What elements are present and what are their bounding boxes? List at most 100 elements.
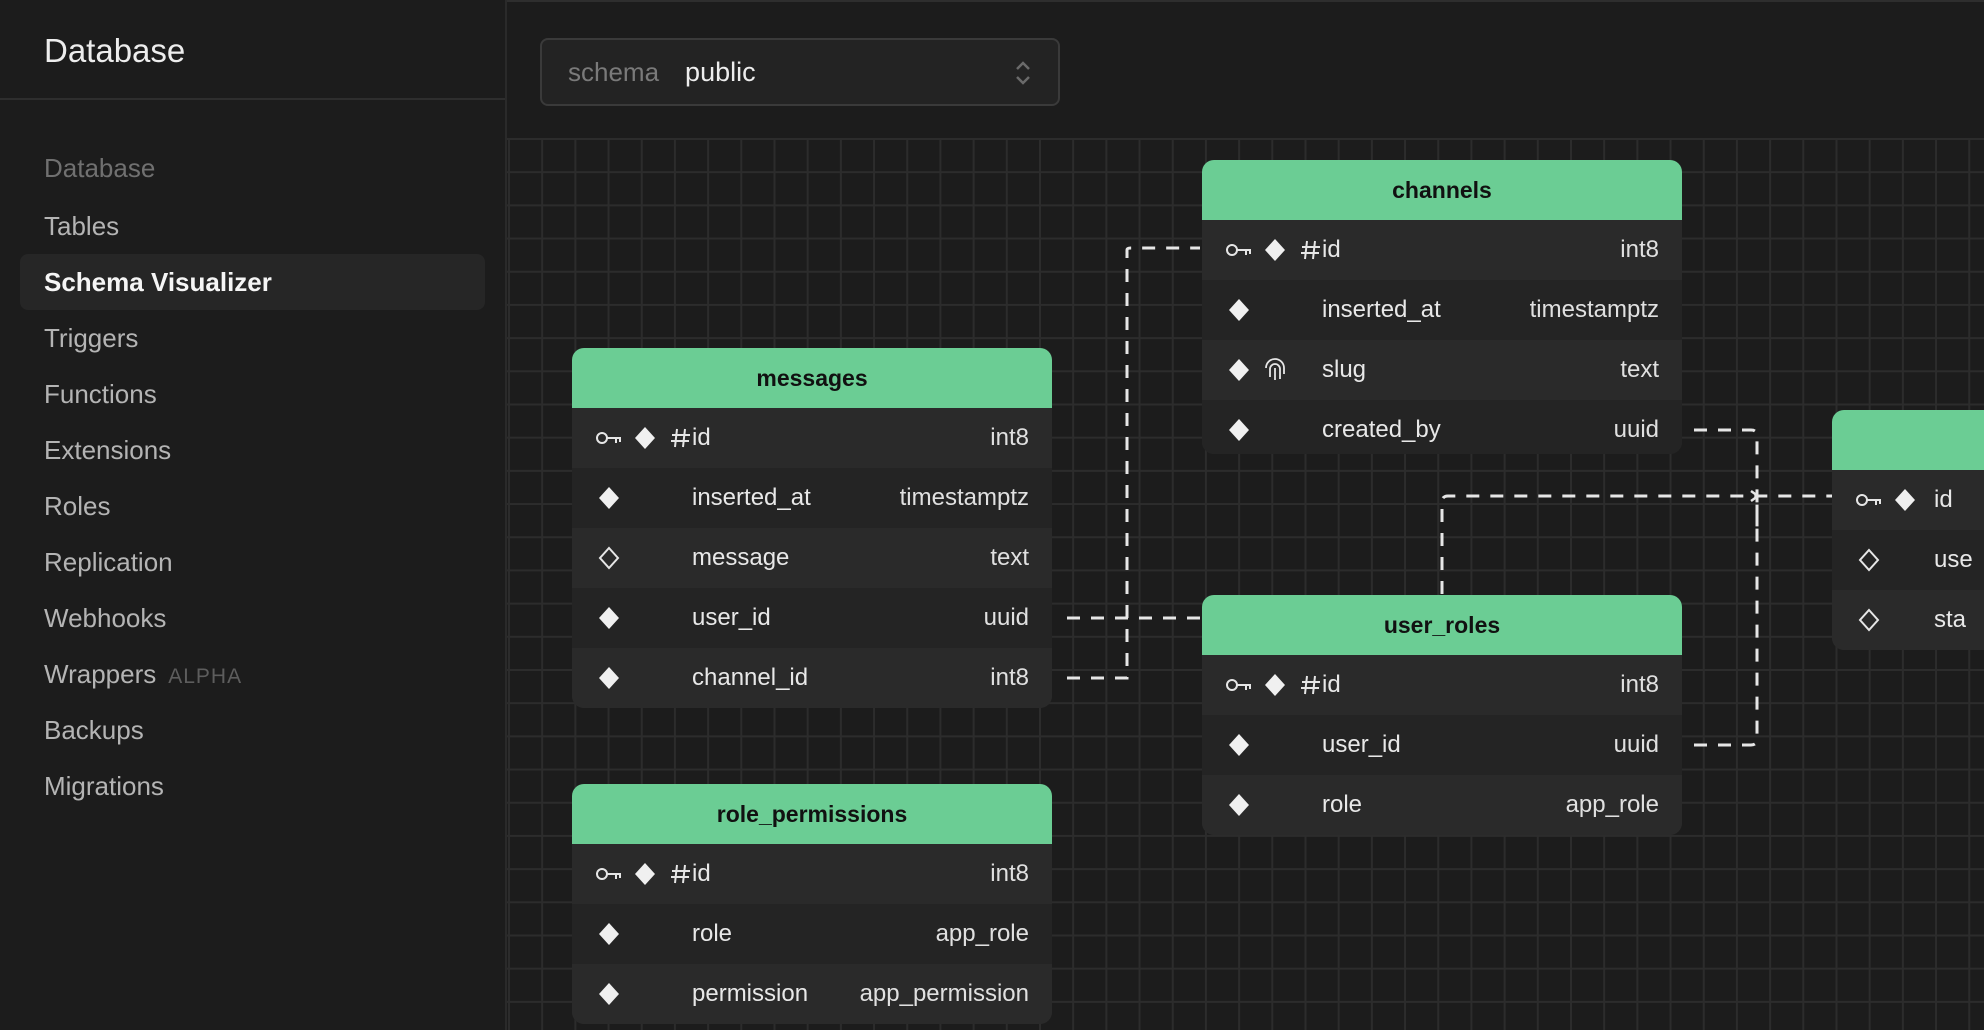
filled-diamond-icon bbox=[594, 979, 630, 1009]
table-row[interactable]: id int8 bbox=[1202, 655, 1682, 715]
column-type: app_permission bbox=[859, 980, 1029, 1007]
column-type: int8 bbox=[990, 664, 1029, 691]
sidebar-item-label: Wrappers bbox=[44, 659, 157, 689]
column-name: permission bbox=[692, 980, 809, 1007]
outline-diamond-icon bbox=[1854, 545, 1890, 575]
column-name: id bbox=[692, 424, 711, 451]
sidebar-item-triggers[interactable]: Triggers bbox=[20, 310, 485, 366]
table-row[interactable]: sta bbox=[1832, 590, 1984, 650]
filled-diamond-icon bbox=[594, 483, 630, 513]
outline-diamond-icon bbox=[1854, 605, 1890, 635]
table-node-channels[interactable]: channels id int8 bbox=[1202, 160, 1682, 454]
table-row[interactable]: message text bbox=[572, 528, 1052, 588]
table-row[interactable]: slug text bbox=[1202, 340, 1682, 400]
sidebar-item-label: Tables bbox=[44, 211, 120, 241]
table-node-role-permissions[interactable]: role_permissions id int8 bbox=[572, 784, 1052, 1024]
column-type: int8 bbox=[1620, 671, 1659, 698]
alpha-badge: ALPHA bbox=[168, 665, 243, 688]
fingerprint-icon bbox=[1260, 355, 1296, 385]
table-row[interactable]: id int8 bbox=[572, 408, 1052, 468]
edge-messages-channel-id bbox=[1067, 246, 1200, 680]
sidebar-item-functions[interactable]: Functions bbox=[20, 366, 485, 422]
table-row[interactable]: use bbox=[1832, 530, 1984, 590]
sidebar-title: Database bbox=[44, 32, 186, 69]
table-row[interactable]: id int8 bbox=[572, 844, 1052, 904]
table-row[interactable]: created_by uuid bbox=[1202, 400, 1682, 454]
filled-diamond-icon bbox=[1260, 235, 1296, 265]
column-name: role bbox=[692, 920, 733, 947]
column-type: int8 bbox=[1620, 236, 1659, 263]
sidebar-item-label: Triggers bbox=[44, 323, 139, 353]
sidebar-item-webhooks[interactable]: Webhooks bbox=[20, 590, 485, 646]
filled-diamond-icon bbox=[1224, 730, 1260, 760]
column-type: app_role bbox=[935, 920, 1029, 947]
column-name: inserted_at bbox=[692, 484, 811, 511]
table-row[interactable]: inserted_at timestamptz bbox=[572, 468, 1052, 528]
hash-icon bbox=[1296, 670, 1332, 700]
sidebar-item-replication[interactable]: Replication bbox=[20, 534, 485, 590]
filled-diamond-icon bbox=[1224, 415, 1260, 445]
edge-user-roles-user-id bbox=[1694, 498, 1759, 747]
sidebar-item-label: Roles bbox=[44, 491, 111, 521]
sidebar-item-label: Migrations bbox=[44, 771, 164, 801]
table-header: channels bbox=[1202, 160, 1682, 220]
hash-icon bbox=[1296, 235, 1332, 265]
schema-select[interactable]: schema public bbox=[540, 38, 1060, 106]
table-columns: id int8 inserted_at timestamptz bbox=[572, 408, 1052, 708]
table-columns: id int8 user_id uuid role bbox=[1202, 655, 1682, 835]
chevron-up-down-icon bbox=[1014, 58, 1032, 88]
edge-user-roles-trunk bbox=[1440, 494, 1835, 594]
table-row[interactable]: id int8 bbox=[1202, 220, 1682, 280]
table-row[interactable]: user_id uuid bbox=[572, 588, 1052, 648]
sidebar-section-label: Database bbox=[44, 153, 156, 183]
filled-diamond-icon bbox=[594, 663, 630, 693]
edge-channels-created-by bbox=[1694, 428, 1759, 538]
table-row[interactable]: inserted_at timestamptz bbox=[1202, 280, 1682, 340]
table-node-partial[interactable]: id use sta bbox=[1832, 410, 1984, 650]
table-row[interactable]: role app_role bbox=[1202, 775, 1682, 835]
column-type: uuid bbox=[983, 604, 1029, 631]
column-name: id bbox=[1322, 671, 1341, 698]
filled-diamond-icon bbox=[1890, 485, 1926, 515]
table-row[interactable]: id bbox=[1832, 470, 1984, 530]
sidebar-item-schema-visualizer[interactable]: Schema Visualizer bbox=[20, 254, 485, 310]
column-name: use bbox=[1934, 546, 1973, 573]
sidebar-item-label: Schema Visualizer bbox=[44, 267, 272, 297]
key-icon bbox=[1854, 485, 1890, 515]
column-name: created_by bbox=[1322, 416, 1441, 443]
sidebar-item-roles[interactable]: Roles bbox=[20, 478, 485, 534]
hash-icon bbox=[666, 423, 702, 453]
table-row[interactable]: role app_role bbox=[572, 904, 1052, 964]
edge-arrow bbox=[1750, 489, 1761, 503]
schema-canvas[interactable]: channels id int8 bbox=[507, 138, 1984, 1030]
column-type: timestamptz bbox=[899, 484, 1029, 511]
sidebar-item-label: Replication bbox=[44, 547, 173, 577]
filled-diamond-icon bbox=[630, 423, 666, 453]
sidebar-item-tables[interactable]: Tables bbox=[20, 198, 485, 254]
column-type: uuid bbox=[1613, 416, 1659, 443]
table-header bbox=[1832, 410, 1984, 470]
hash-icon bbox=[666, 859, 702, 889]
sidebar-item-backups[interactable]: Backups bbox=[20, 702, 485, 758]
schema-select-value: public bbox=[685, 56, 756, 87]
table-row[interactable]: channel_id int8 bbox=[572, 648, 1052, 708]
table-node-user-roles[interactable]: user_roles id int8 bbox=[1202, 595, 1682, 835]
filled-diamond-icon bbox=[1224, 790, 1260, 820]
sidebar-item-wrappers[interactable]: Wrappers ALPHA bbox=[20, 646, 485, 702]
column-name: message bbox=[692, 544, 790, 571]
sidebar-item-extensions[interactable]: Extensions bbox=[20, 422, 485, 478]
sidebar-nav: Database Tables Schema Visualizer Trigge… bbox=[0, 100, 505, 814]
column-type: text bbox=[990, 544, 1029, 571]
column-name: channel_id bbox=[692, 664, 809, 691]
column-type: uuid bbox=[1613, 731, 1659, 758]
filled-diamond-icon bbox=[594, 919, 630, 949]
table-node-messages[interactable]: messages id int8 bbox=[572, 348, 1052, 708]
sidebar-item-migrations[interactable]: Migrations bbox=[20, 758, 485, 814]
table-row[interactable]: user_id uuid bbox=[1202, 715, 1682, 775]
table-header: role_permissions bbox=[572, 784, 1052, 844]
table-row[interactable]: permission app_permission bbox=[572, 964, 1052, 1024]
toolbar: schema public bbox=[507, 2, 1984, 138]
table-columns: id use sta bbox=[1832, 470, 1984, 650]
column-name: user_id bbox=[692, 604, 771, 631]
